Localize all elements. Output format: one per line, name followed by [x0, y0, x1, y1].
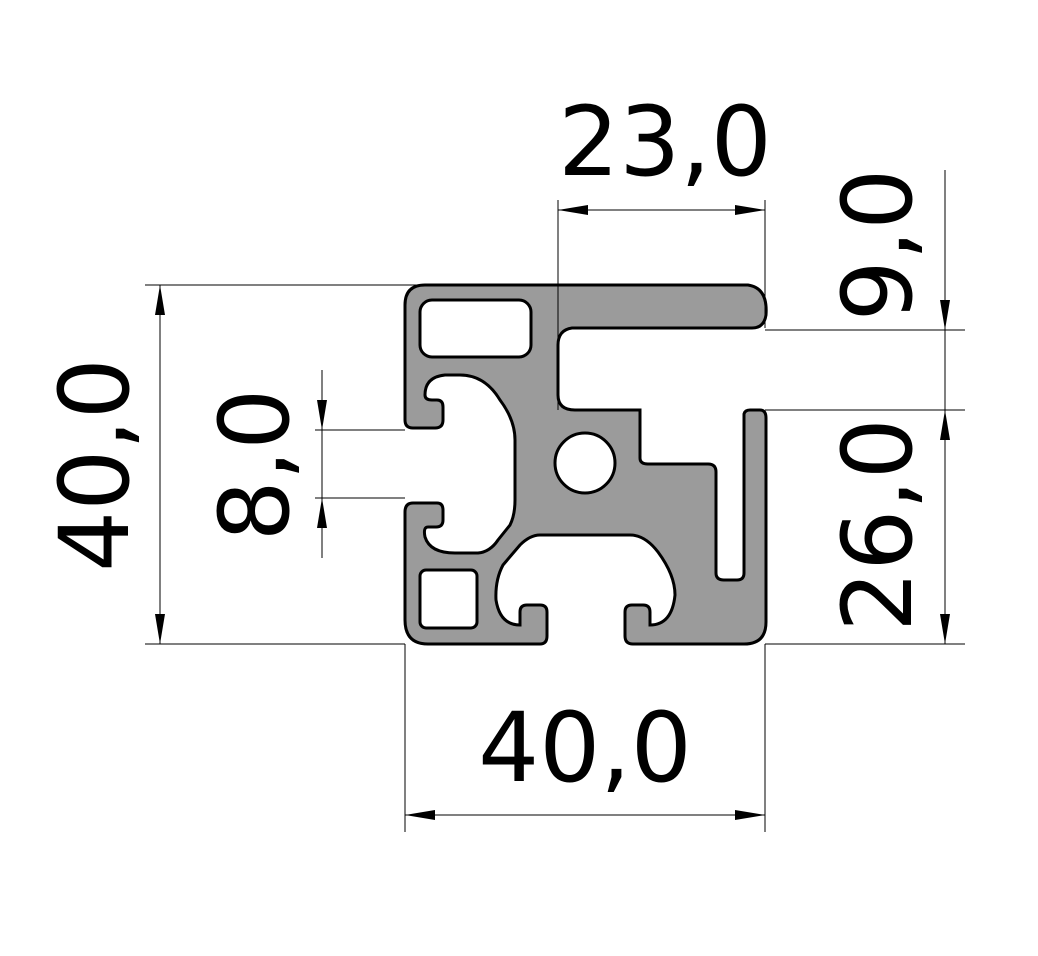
- dim-label-top-gap: 9,0: [822, 169, 934, 322]
- dim-label-top-width: 23,0: [558, 86, 772, 198]
- profile-cross-section: [403, 283, 768, 646]
- dim-label-slot-width: 8,0: [199, 389, 311, 542]
- dim-label-overall-width: 40,0: [478, 692, 692, 804]
- arrowheads: [155, 205, 950, 820]
- dim-label-overall-height: 40,0: [39, 358, 151, 572]
- square-cavity: [418, 568, 479, 630]
- dim-label-right-height: 26,0: [822, 418, 934, 632]
- rect-cavity: [418, 298, 533, 359]
- center-bore: [553, 431, 617, 495]
- extension-lines: [145, 200, 965, 832]
